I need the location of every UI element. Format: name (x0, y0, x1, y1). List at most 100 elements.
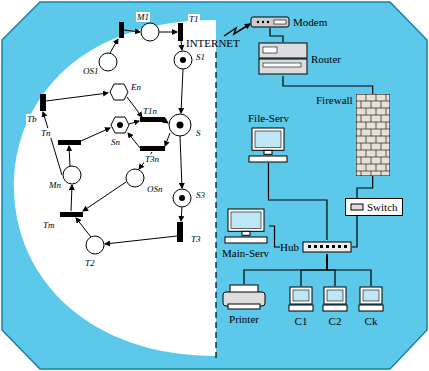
device-node: File-Serv (248, 112, 289, 163)
drawing-part (126, 169, 144, 187)
drawing-part (365, 150, 366, 157)
device-icon (302, 240, 352, 254)
device-label: Printer (229, 313, 259, 325)
device-icon (322, 286, 348, 312)
place-label: OS1 (82, 66, 100, 76)
network-cable (357, 176, 373, 198)
drawing-part (385, 122, 386, 129)
drawing-part (380, 143, 381, 150)
drawing-part (375, 122, 376, 129)
device-icon (258, 42, 308, 76)
drawing-part (251, 17, 289, 27)
transition-label: Tn (40, 128, 52, 138)
drawing-part (140, 117, 165, 122)
drawing-part (370, 115, 371, 122)
drawing-part (69, 146, 70, 166)
drawing-part (40, 94, 46, 111)
drawing-part (360, 171, 361, 176)
drawing-part (165, 121, 168, 123)
place-label: M1 (136, 12, 150, 22)
transition-label: Tb (26, 114, 38, 124)
drawing-part (324, 287, 346, 304)
drawing-part (110, 84, 128, 100)
place-label: S3 (195, 190, 206, 200)
device-icon (248, 127, 288, 163)
drawing-part (370, 129, 371, 136)
device-icon (250, 16, 290, 28)
device-node: Firewall (316, 94, 390, 176)
drawing-part (117, 122, 123, 128)
device-node: Hub (280, 240, 352, 254)
drawing-part (177, 222, 183, 242)
device-node: Ck (358, 286, 384, 327)
place-label: OSn (146, 184, 164, 194)
drawing-part (380, 115, 381, 122)
drawing-part (181, 41, 182, 50)
network-cable (327, 254, 371, 286)
device-label: Router (311, 53, 341, 65)
drawing-part (308, 245, 311, 248)
drawing-part (99, 53, 117, 71)
drawing-part (124, 30, 140, 32)
drawing-part (181, 69, 183, 113)
drawing-part (380, 157, 381, 164)
drawing-part (380, 101, 381, 108)
device-label: Main-Serv (222, 247, 269, 259)
network-cable (268, 163, 326, 240)
device-icon (356, 94, 390, 176)
drawing-part (231, 212, 261, 228)
drawing-part (344, 245, 347, 248)
drawing-part (289, 305, 313, 311)
drawing-part (375, 136, 376, 143)
drawing-part (370, 143, 371, 150)
device-icon (288, 286, 314, 312)
drawing-part (119, 22, 124, 38)
drawing-part (249, 156, 287, 162)
device-label: Modem (293, 16, 327, 28)
drawing-part (274, 20, 286, 24)
network-cable (283, 76, 373, 94)
drawing-part (360, 101, 361, 108)
drawing-part (365, 122, 366, 129)
drawing-part (58, 140, 81, 145)
transition-label: T1 (188, 14, 200, 24)
drawing-part (360, 115, 361, 122)
device-icon (224, 208, 268, 244)
drawing-part (370, 101, 371, 108)
drawing-part (140, 146, 165, 151)
drawing-part (165, 133, 170, 146)
drawing-part (105, 236, 177, 244)
drawing-part (111, 117, 129, 133)
drawing-part (177, 122, 184, 129)
drawing-part (360, 287, 382, 304)
drawing-part (228, 209, 264, 231)
device-label: Hub (280, 241, 299, 253)
drawing-part (385, 136, 386, 143)
device-node: Main-Serv (222, 208, 269, 259)
transition-label: T3n (144, 154, 160, 164)
drawing-part (360, 129, 361, 136)
device-label: Firewall (316, 94, 353, 106)
drawing-part (365, 108, 366, 115)
drawing-part (356, 94, 390, 176)
drawing-part (385, 164, 386, 171)
drawing-part (380, 171, 381, 176)
drawing-part (181, 207, 182, 221)
drawing-part (263, 63, 301, 67)
switch-box: Switch (345, 198, 403, 216)
drawing-part (320, 245, 323, 248)
device-node: C1 (288, 286, 314, 327)
drawing-part (225, 237, 267, 243)
place-label: S (195, 128, 202, 138)
place-label: Sn (110, 137, 121, 147)
drawing-part (257, 21, 259, 23)
drawing-part (375, 164, 376, 171)
drawing-part (259, 59, 307, 74)
drawing-part (110, 39, 118, 53)
drawing-part (178, 23, 183, 41)
place-label: T2 (84, 258, 96, 268)
drawing-part (173, 189, 191, 207)
drawing-part (71, 185, 72, 211)
transition-label: Tm (42, 220, 56, 230)
drawing-part (359, 305, 383, 311)
